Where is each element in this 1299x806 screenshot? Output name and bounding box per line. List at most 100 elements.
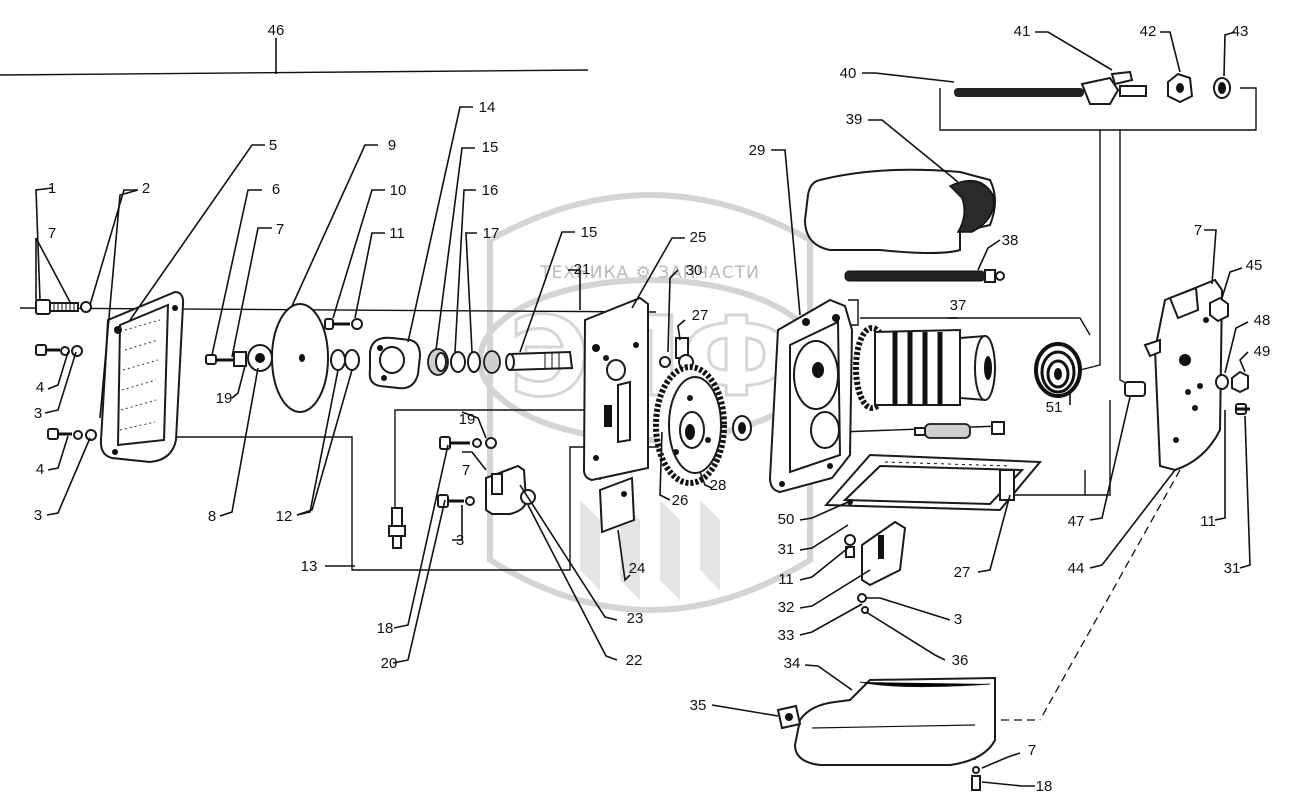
callout-16: 16 xyxy=(482,182,499,199)
shell-cover-39 xyxy=(803,168,996,254)
callout-31: 31 xyxy=(1224,560,1241,577)
callout-12: 12 xyxy=(276,508,293,525)
callout-50: 50 xyxy=(778,511,795,528)
callout-15: 15 xyxy=(482,139,499,156)
callout-51: 51 xyxy=(1046,399,1063,416)
pin-27 xyxy=(914,421,1005,439)
rings-12 xyxy=(330,349,360,371)
callout-37: 37 xyxy=(950,297,967,314)
callout-2: 2 xyxy=(142,180,150,197)
bolt-30 xyxy=(659,337,694,370)
screw-1 xyxy=(35,299,92,315)
callout-42: 42 xyxy=(1140,23,1157,40)
callout-11: 11 xyxy=(778,571,794,588)
callout-20: 20 xyxy=(381,655,398,672)
callout-25: 25 xyxy=(690,229,707,246)
callout-11: 11 xyxy=(1200,513,1216,530)
callout-22: 22 xyxy=(626,652,643,669)
gearbox-housing-29 xyxy=(768,298,854,494)
callout-19: 19 xyxy=(459,411,476,428)
callout-30: 30 xyxy=(686,262,703,279)
cover-plate-34 xyxy=(793,676,996,766)
rod-38 xyxy=(844,269,1005,283)
washer-16 xyxy=(450,351,466,373)
screw-31b xyxy=(1235,403,1250,415)
callout-44: 44 xyxy=(1068,560,1085,577)
bushing-8 xyxy=(233,344,273,372)
callout-19: 19 xyxy=(216,390,233,407)
callout-34: 34 xyxy=(784,655,801,672)
shaft-21 xyxy=(505,350,574,372)
bracket-32 xyxy=(861,520,907,587)
washer-48 xyxy=(1215,374,1229,390)
callout-36: 36 xyxy=(952,652,969,669)
nut-45 xyxy=(1209,296,1229,323)
housing-cover-2 xyxy=(99,290,185,464)
callout-46: 46 xyxy=(268,22,285,39)
callout-8: 8 xyxy=(208,508,216,525)
callout-33: 33 xyxy=(778,627,795,644)
ring-43 xyxy=(1213,77,1231,99)
callout-11: 11 xyxy=(389,225,405,242)
callout-3: 3 xyxy=(34,507,42,524)
callout-3: 3 xyxy=(954,611,962,628)
callout-49: 49 xyxy=(1254,343,1271,360)
screw-20 xyxy=(437,494,475,508)
bracket-24 xyxy=(598,476,636,534)
callout-4: 4 xyxy=(36,379,44,396)
callout-18: 18 xyxy=(377,620,394,637)
armature-37 xyxy=(853,325,996,411)
callout-4: 4 xyxy=(36,461,44,478)
callout-7: 7 xyxy=(276,221,284,238)
callout-40: 40 xyxy=(840,65,857,82)
screw-18 xyxy=(439,436,497,450)
callout-38: 38 xyxy=(1002,232,1019,249)
screw-18b xyxy=(971,766,981,791)
nut-49 xyxy=(1231,370,1249,394)
screw-33 xyxy=(844,534,869,614)
callout-10: 10 xyxy=(390,182,407,199)
callout-14: 14 xyxy=(479,99,496,116)
gear-28 xyxy=(653,364,727,486)
watermark-text: ТЕХНИКА ⚙ ЗАПЧАСТИ xyxy=(539,263,760,283)
callout-32: 32 xyxy=(778,599,795,616)
callout-28: 28 xyxy=(710,477,727,494)
washer-29a xyxy=(732,415,752,441)
leader-lines xyxy=(35,31,1251,787)
callout-23: 23 xyxy=(627,610,644,627)
callout-21: 21 xyxy=(574,261,591,278)
flange-14 xyxy=(368,336,422,390)
callout-6: 6 xyxy=(272,181,280,198)
callout-9: 9 xyxy=(388,137,396,154)
plate-25 xyxy=(582,296,649,482)
callout-29: 29 xyxy=(749,142,766,159)
callout-7: 7 xyxy=(1194,222,1202,239)
frame-50 xyxy=(823,453,1043,512)
callout-41: 41 xyxy=(1014,23,1031,40)
callout-48: 48 xyxy=(1254,312,1271,329)
callout-13: 13 xyxy=(301,558,318,575)
screw-4-lower xyxy=(47,428,97,441)
fitting-13 xyxy=(388,507,406,549)
callout-15: 15 xyxy=(581,224,598,241)
callout-31: 31 xyxy=(778,541,795,558)
rod-40 xyxy=(954,70,1147,105)
callout-18: 18 xyxy=(1036,778,1053,795)
callout-7: 7 xyxy=(1028,742,1036,759)
callout-7: 7 xyxy=(48,225,56,242)
callout-47: 47 xyxy=(1068,513,1085,530)
callout-26: 26 xyxy=(672,492,689,509)
callout-39: 39 xyxy=(846,111,863,128)
lever-block-23 xyxy=(485,464,536,515)
clip-35 xyxy=(776,704,802,730)
screw-10 xyxy=(324,318,363,330)
callout-1: 1 xyxy=(48,180,56,197)
bolt-6 xyxy=(205,354,234,365)
callout-3: 3 xyxy=(456,532,464,549)
callout-3: 3 xyxy=(34,405,42,422)
callout-27: 27 xyxy=(954,564,971,581)
disc-9 xyxy=(271,303,329,413)
callout-27: 27 xyxy=(692,307,709,324)
callout-17: 17 xyxy=(483,225,500,242)
